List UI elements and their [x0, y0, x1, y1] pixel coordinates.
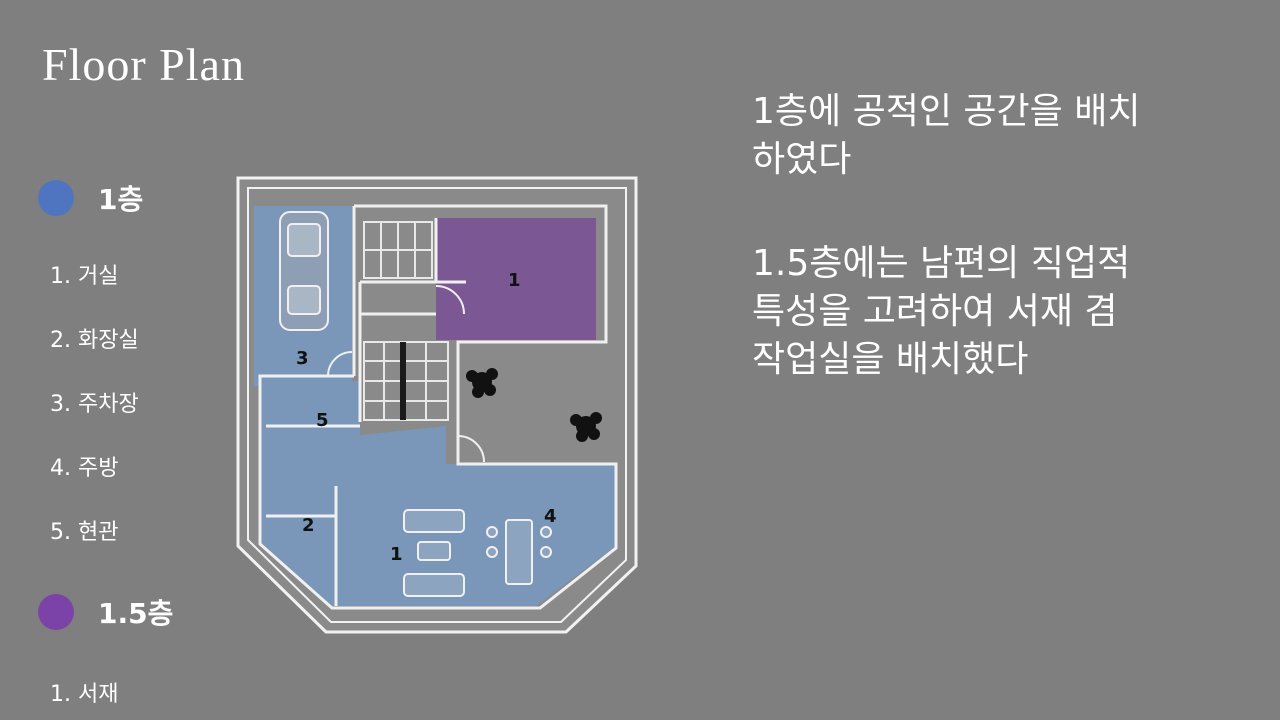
description-paragraph-1: 1층에 공적인 공간을 배치 하였다: [752, 88, 1252, 184]
legend-floor-1-5: 1.5층: [38, 592, 173, 632]
legend-floor-1: 1층: [38, 178, 143, 218]
description-line: 특성을 고려하여 서재 겸: [752, 291, 1118, 332]
floor-1-5-area: [436, 218, 596, 340]
room-label-living: 1: [390, 544, 403, 565]
room-label-entrance: 5: [316, 410, 329, 431]
floor-1-color-dot: [38, 180, 74, 216]
floor-1-5-label: 1.5층: [98, 597, 174, 630]
floor-1-5-color-dot: [38, 594, 74, 630]
room-label-study: 1: [508, 270, 521, 291]
page-title: Floor Plan: [42, 39, 245, 90]
room-item: 4. 주방: [50, 456, 119, 481]
room-label-parking: 3: [296, 348, 309, 369]
description-line: 작업실을 배치했다: [752, 339, 1029, 380]
room-label-bathroom: 2: [302, 515, 315, 536]
room-item: 3. 주차장: [50, 392, 139, 417]
room-label-kitchen: 4: [544, 506, 557, 527]
description-line: 1.5층에는 남편의 직업적: [752, 243, 1131, 284]
room-item: 1. 거실: [50, 264, 119, 289]
plant-icon: [466, 368, 602, 442]
room-item: 5. 현관: [50, 520, 119, 545]
room-item: 1. 서재: [50, 682, 119, 707]
description-paragraph-2: 1.5층에는 남편의 직업적 특성을 고려하여 서재 겸 작업실을 배치했다: [752, 240, 1252, 384]
floor-plan: 1 3 5 2 1 4: [236, 176, 638, 634]
floor-1-label: 1층: [98, 183, 144, 216]
description-line: 하였다: [752, 139, 852, 180]
description-line: 1층에 공적인 공간을 배치: [752, 91, 1141, 132]
room-item: 2. 화장실: [50, 328, 139, 353]
car-icon: [279, 211, 329, 331]
